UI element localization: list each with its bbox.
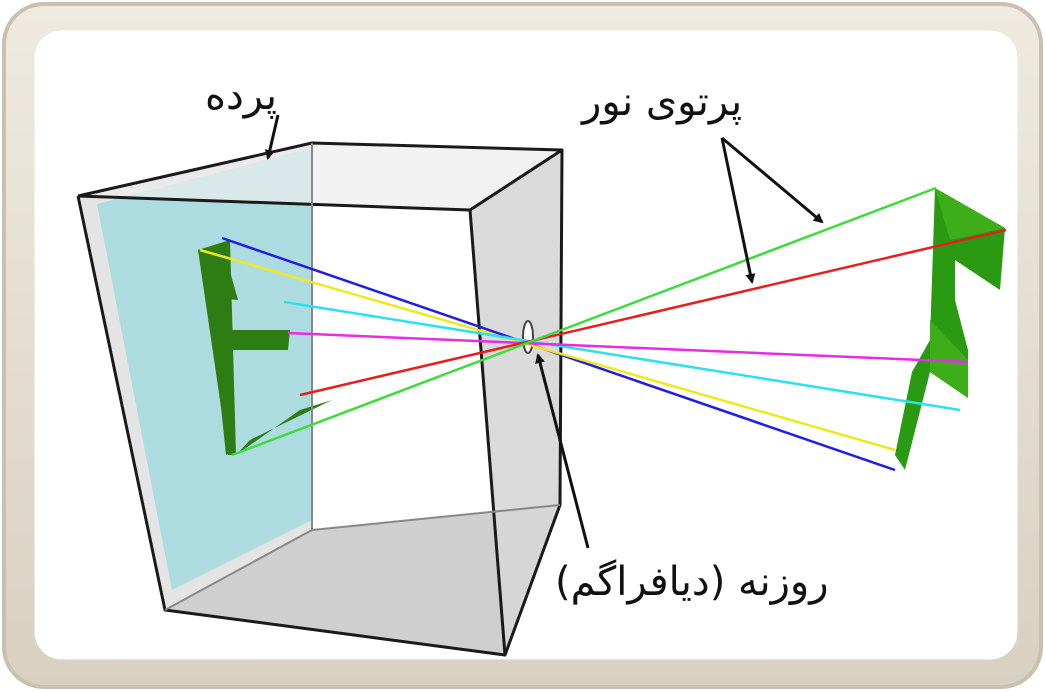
- screen-surface: [97, 148, 312, 590]
- inverted-image-letter: [198, 240, 332, 455]
- arrow-down-icon: [264, 114, 280, 160]
- ray-magenta: [287, 331, 969, 364]
- box-bottom-face: [165, 505, 560, 655]
- aperture-hole: [522, 320, 534, 354]
- screen-label: پرده: [205, 73, 277, 119]
- double-arrow-icon: [721, 136, 824, 224]
- ray-cyan: [283, 300, 961, 412]
- ray-green: [231, 186, 937, 457]
- arrow-up-left-icon: [535, 353, 590, 549]
- object-letter: [895, 188, 1005, 470]
- box-top-face: [78, 143, 562, 210]
- light-rays: [199, 186, 1007, 472]
- double-arrow-icon-2: [720, 137, 756, 284]
- pointer-arrows: [264, 114, 824, 549]
- ray-red: [299, 228, 1007, 397]
- box-side-face: [470, 150, 562, 655]
- aperture-label: روزنه (دیافراگم): [555, 559, 829, 605]
- ray-yellow: [199, 248, 896, 452]
- box-edges: [76, 141, 564, 657]
- light-rays-label: پرتوی نور: [582, 79, 743, 125]
